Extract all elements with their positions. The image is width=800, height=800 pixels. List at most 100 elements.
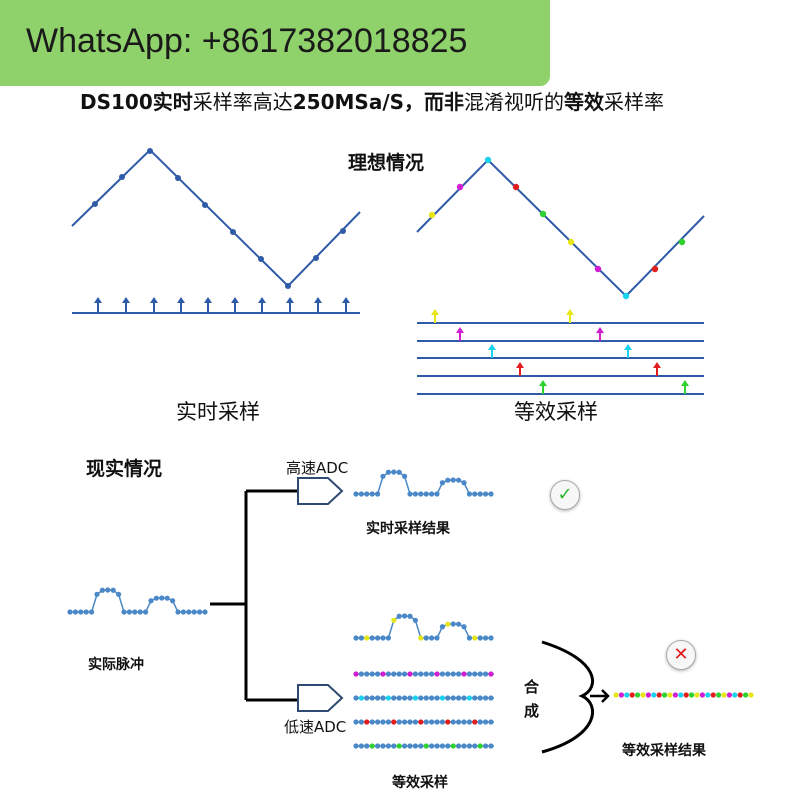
equivalent-row-dot [445,743,451,749]
realtime-result-pulse-dot [483,491,489,497]
equivalent-sample-arrow-head [431,309,439,315]
equivalent-result-dot [710,692,716,698]
realtime-sample-arrow-head [231,297,239,303]
actual-pulse-dot [110,587,116,593]
equivalent-row-dot [391,719,397,725]
equivalent-row-dot [461,695,467,701]
equivalent-row-dot [434,719,440,725]
equivalent-result-dot [640,692,646,698]
equivalent-row-dot [358,695,364,701]
realtime-sample-point [313,255,319,261]
equivalent-row-dot [375,719,381,725]
equivalent-row-dot [412,671,418,677]
compose-char2: 成 [524,702,540,720]
equivalent-row-0-dot [472,635,478,641]
actual-pulse-dot [175,609,181,615]
equivalent-row-0-dot [456,621,462,627]
equivalent-row-dot [483,695,489,701]
actual-pulse-dot [132,609,138,615]
equivalent-row-dot [450,743,456,749]
equivalent-row-dot [423,719,429,725]
realtime-result-pulse-dot [396,469,402,475]
equivalent-sample-arrow-head [653,362,661,368]
equivalent-row-0-dot [434,635,440,641]
actual-pulse-dot [197,609,203,615]
realtime-sample-point [147,148,153,154]
equivalent-result-dot [672,692,679,698]
low-speed-adc-symbol [297,684,344,712]
equivalent-row-dot [358,671,364,677]
pulse-label: 实际脉冲 [88,657,144,673]
realtime-label: 实时采样 [176,400,260,424]
realtime-result-pulse-dot [402,473,408,479]
equivalent-row-dot [412,695,418,701]
actual-pulse-dot [105,587,111,593]
equivalent-row-dot [456,743,462,749]
equivalent-sample-point [594,265,602,273]
realtime-sample-arrow-head [177,297,185,303]
high-adc-label: 高速ADC [286,459,349,477]
equivalent-row-dot [358,719,364,725]
realtime-result-label: 实时采样结果 [366,521,450,537]
equivalent-row-dot [429,671,435,677]
realtime-result-pulse-dot [364,491,370,497]
realtime-result-pulse-dot [450,477,456,483]
equivalent-row-dot [380,743,386,749]
equivalent-row-dot [402,719,408,725]
realtime-sample-arrow-head [342,297,350,303]
headline-part5: 等效 [564,90,605,114]
equivalent-sample-arrow-head [516,362,524,368]
equivalent-row-dot [477,695,483,701]
equivalent-row-dot [375,743,381,749]
equivalent-row-dot [466,743,472,749]
equivalent-row-0-dot [429,635,435,641]
actual-pulse-dot [78,609,84,615]
realtime-sample-arrow-head [150,297,158,303]
equivalent-row-dot [369,719,375,725]
actual-pulse-dot [180,609,186,615]
equivalent-sample-arrow-head [624,344,632,350]
actual-pulse-dot [191,609,197,615]
equivalent-result-dot [645,692,652,698]
actual-pulse-dot [83,609,89,615]
realtime-sample-point [285,283,291,289]
high-speed-adc-symbol [297,477,344,505]
actual-pulse-dot [67,609,73,615]
realtime-result-pulse-dot [429,491,435,497]
actual-pulse-dot [148,598,154,604]
headline: DS100实时采样率高达250MSa/S，而非混淆视听的等效采样率 [80,86,664,115]
equivalent-result-dot [732,692,738,698]
realtime-result-pulse-dot [391,469,397,475]
compose-char1: 合 [524,678,540,696]
realtime-result-pulse-trace [356,471,491,495]
equivalent-row-dot [461,743,467,749]
equivalent-row-dot [407,695,413,701]
actual-pulse-dot [94,591,100,597]
headline-part4: 混淆视听的 [464,90,565,114]
equivalent-row-0-dot [477,635,483,641]
equivalent-row-0-dot [466,635,472,641]
equivalent-row-dot [407,671,413,677]
equivalent-row-dot [472,719,478,725]
realtime-result-pulse-dot [407,491,413,497]
equivalent-row-dot [434,695,440,701]
equivalent-row-dot [466,719,472,725]
equivalent-row-dot [439,695,445,701]
realtime-result-pulse-dot [369,491,375,497]
equivalent-row-dot [353,671,359,677]
realtime-sample-arrow-head [94,297,102,303]
equivalent-sample-arrow-head [681,380,689,386]
equivalent-row-dot [353,719,359,725]
equivalent-result-dot [699,692,706,698]
compose-brace [541,640,595,754]
equivalent-row-dot [380,695,386,701]
equivalent-row-dot [391,671,397,677]
equivalent-row-dot [439,671,445,677]
equivalent-row-0-dot [396,613,402,619]
realtime-sample-arrow-head [122,297,130,303]
equivalent-row-dot [477,743,483,749]
equivalent-sample-arrow-head [566,309,574,315]
equivalent-sample-arrow-head [596,327,604,333]
realtime-result-pulse-dot [456,477,462,483]
equivalent-result-dot [613,692,619,698]
